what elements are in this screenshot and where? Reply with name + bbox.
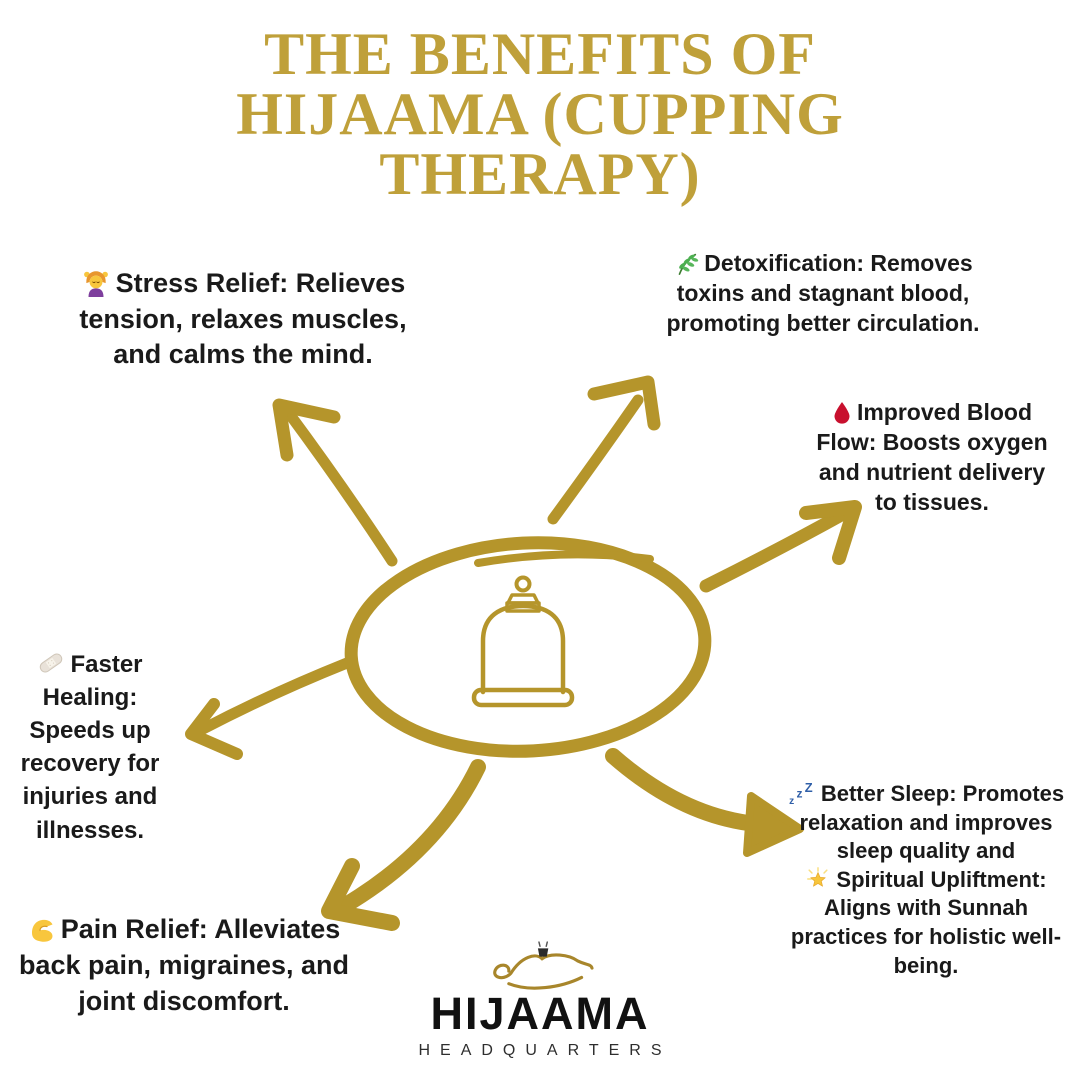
benefit-text: Stress Relief: Relieves tension, relaxes… <box>79 268 407 370</box>
benefit-text: Pain Relief: Alleviates back pain, migra… <box>18 914 350 1016</box>
arrow-pain-relief <box>321 759 486 931</box>
logo-tagline: HEADQUARTERS <box>418 1042 672 1060</box>
benefit-spiritual-segment: Spiritual Upliftment: Aligns with Sunnah… <box>770 866 1080 980</box>
benefit-text: Improved Blood Flow: Boosts oxygen and n… <box>816 399 1048 516</box>
benefit-pain-relief: Pain Relief: Alleviates back pain, migra… <box>0 912 368 1020</box>
benefit-faster-healing: Faster Healing: Speeds up recovery for i… <box>0 648 180 847</box>
benefit-stress-relief: Stress Relief: Relieves tension, relaxes… <box>48 266 438 373</box>
page-title: THE BENEFITS OF HIJAAMA (CUPPING THERAPY… <box>236 21 844 207</box>
arrow-faster-healing <box>185 657 353 760</box>
bandage-emoji <box>37 649 65 677</box>
flexed-biceps-emoji <box>28 915 56 943</box>
zzz-emoji: z z Z <box>788 780 816 807</box>
benefit-better-sleep: z z Z Better Sleep: Promotes relaxation … <box>770 780 1080 980</box>
woman-massage-emoji <box>81 267 111 297</box>
benefit-text: Better Sleep: Promotes relaxation and im… <box>799 781 1065 864</box>
arrow-stress-relief <box>272 398 398 567</box>
benefit-detoxification: Detoxification: Removes toxins and stagn… <box>628 248 1018 338</box>
brand-logo: HIJAAMA HEADQUARTERS <box>380 940 700 1060</box>
benefit-text: Spiritual Upliftment: Aligns with Sunnah… <box>790 866 1062 978</box>
benefit-sleep-segment: z z Z Better Sleep: Promotes relaxation … <box>770 780 1080 866</box>
cupping-jar-icon <box>471 575 575 708</box>
svg-text:z: z <box>796 787 802 801</box>
center-ellipse <box>344 536 712 758</box>
herb-emoji <box>673 250 699 276</box>
svg-text:Z: Z <box>805 782 813 795</box>
arrow-detoxification <box>547 375 661 525</box>
benefit-text: Faster Healing: Speeds up recovery for i… <box>20 651 160 844</box>
svg-text:z: z <box>789 796 794 806</box>
glowing-star-emoji <box>805 866 831 892</box>
arrow-blood-flow <box>699 500 862 593</box>
blood-drop-emoji <box>832 399 852 425</box>
logo-name: HIJAAMA <box>430 988 650 1039</box>
logo-cup-mark <box>537 948 549 957</box>
benefit-improved-blood-flow: Improved Blood Flow: Boosts oxygen and n… <box>782 397 1080 518</box>
benefit-text: Detoxification: Removes toxins and stagn… <box>666 250 980 337</box>
logo-reclining-figure-illustration <box>493 941 594 990</box>
arrow-better-sleep <box>605 748 804 857</box>
